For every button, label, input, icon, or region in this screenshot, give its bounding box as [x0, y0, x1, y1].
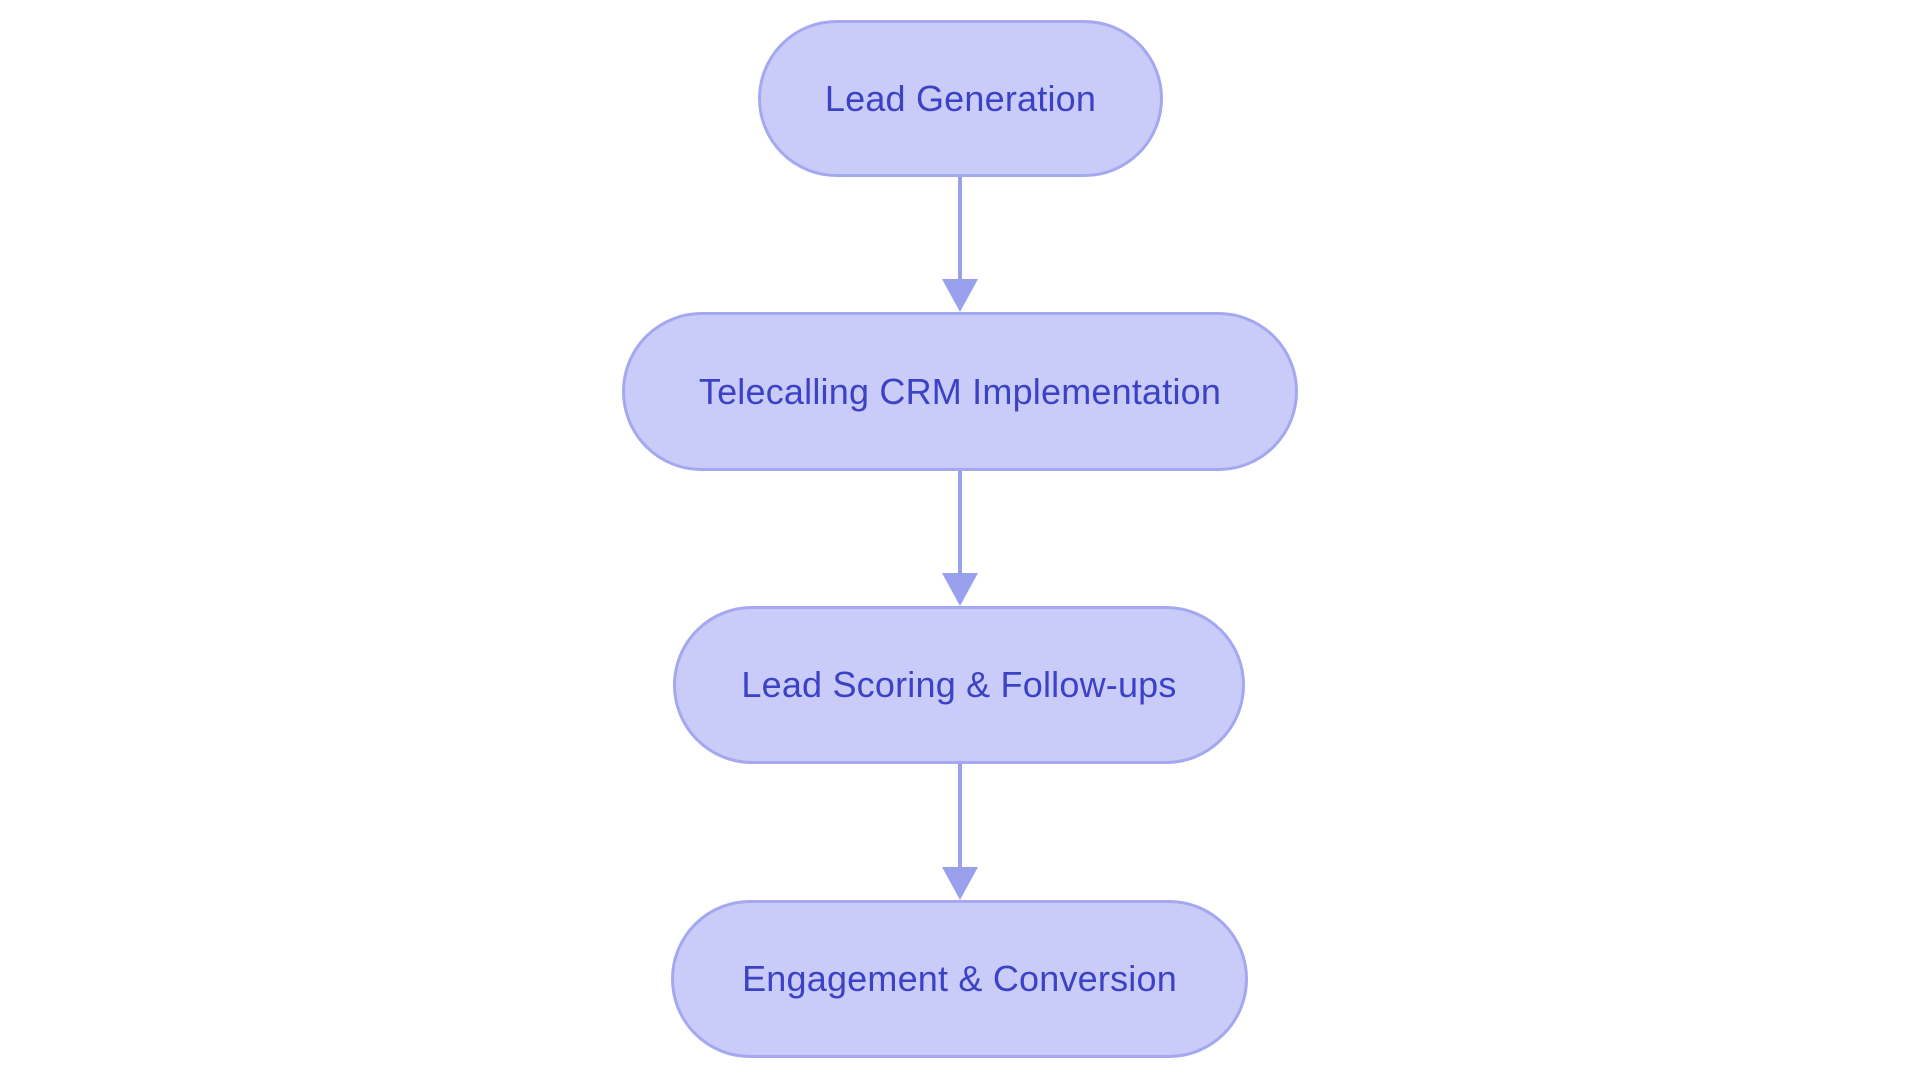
node-lead-generation: Lead Generation — [758, 20, 1163, 177]
node-label: Telecalling CRM Implementation — [698, 370, 1222, 412]
node-label: Lead Generation — [824, 77, 1097, 119]
node-engagement-conversion: Engagement & Conversion — [671, 900, 1248, 1058]
arrow-line — [958, 764, 962, 867]
edge-arrow-1 — [942, 177, 978, 312]
arrowhead-down-icon — [942, 279, 978, 312]
node-label: Lead Scoring & Follow-ups — [741, 664, 1177, 705]
node-lead-scoring-follow-ups: Lead Scoring & Follow-ups — [673, 606, 1245, 764]
edge-arrow-2 — [942, 471, 978, 606]
node-label: Engagement & Conversion — [742, 958, 1177, 999]
arrow-line — [958, 471, 962, 573]
arrowhead-down-icon — [942, 867, 978, 900]
node-telecalling-crm-implementation: Telecalling CRM Implementation — [622, 312, 1298, 471]
edge-arrow-3 — [942, 764, 978, 900]
arrowhead-down-icon — [942, 573, 978, 606]
arrow-line — [958, 177, 962, 279]
